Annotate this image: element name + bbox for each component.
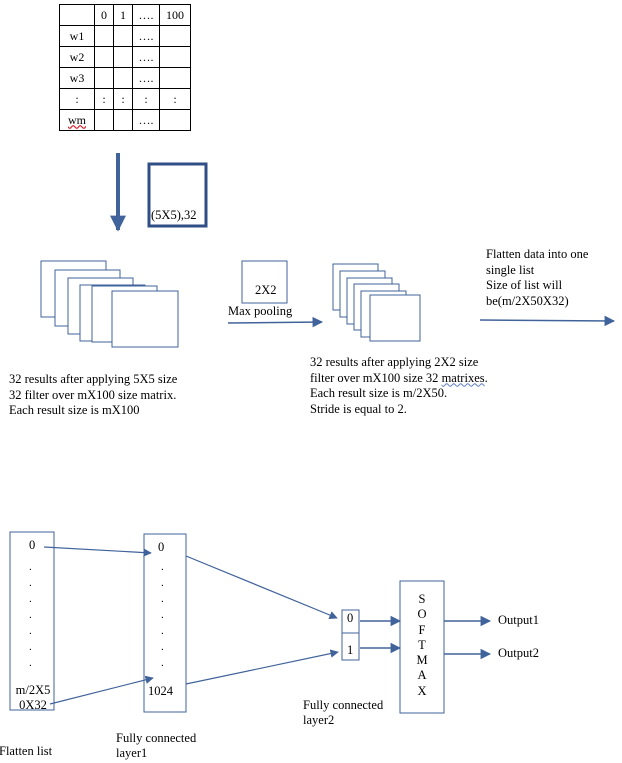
matrix-cell: w1	[59, 25, 95, 47]
svg-text:.: .	[29, 625, 32, 637]
svg-text:.: .	[29, 593, 32, 605]
matrix-cell: ….	[132, 67, 160, 89]
softmax-letter: X	[417, 683, 427, 698]
fc1-caption: Fully connected layer1	[116, 731, 197, 760]
pool-note-text: matrixes	[441, 370, 485, 385]
filter-label: (5X5),32	[151, 208, 197, 222]
fc2-caption: Fully connected layer2	[303, 698, 384, 727]
fc1-to-fc2-top	[185, 555, 338, 620]
softmax-letter: S	[418, 592, 426, 606]
pool-note-text: filter over mX100 size 32	[310, 370, 442, 385]
flatten-note: Flatten data into one single list Size o…	[486, 247, 589, 308]
matrix-cell: wm	[59, 109, 95, 131]
input-matrix: 0 1 …. 100 w1 …. w2 …. w3 …. :	[59, 4, 191, 131]
svg-text:.: .	[161, 593, 164, 605]
svg-text:.: .	[29, 561, 32, 573]
conv-results-stack	[40, 260, 179, 348]
softmax-label: S O F T M A X	[416, 592, 428, 699]
fc1-box	[143, 533, 187, 713]
svg-text:.: .	[161, 641, 164, 653]
svg-text:.: .	[29, 641, 32, 653]
pool-result-note: 32 results after applying 2X2 size filte…	[310, 355, 488, 417]
max-pooling-label: Max pooling	[228, 304, 293, 318]
fc1-bottom: 1024	[148, 684, 173, 698]
flatten-list-box	[9, 531, 55, 711]
svg-text:.: .	[161, 657, 164, 669]
svg-text:.: .	[29, 657, 32, 669]
softmax-letter: A	[417, 668, 427, 683]
fc2-top: 0	[347, 611, 354, 625]
fc1-to-fc2-bottom	[185, 649, 339, 685]
matrix-row: : : : : :	[59, 88, 191, 110]
matrix-row: w2 ….	[59, 46, 191, 68]
softmax-letter: O	[417, 607, 427, 622]
output1-label: Output1	[498, 613, 539, 627]
svg-text:.: .	[161, 625, 164, 637]
pool-size-label: 2X2	[255, 283, 277, 297]
softmax-letter: T	[418, 637, 426, 652]
output2-label: Output2	[498, 646, 539, 660]
pool-results-stack	[332, 263, 421, 342]
pool-note-line: filter over mX100 size 32 matrixes.	[310, 371, 488, 387]
softmax-letter: F	[418, 622, 426, 637]
svg-text:.: .	[161, 609, 164, 621]
flatten-list-caption: Flatten list	[0, 744, 53, 758]
matrix-row: w3 ….	[59, 67, 191, 89]
pool-note-line: Stride is equal to 2.	[310, 401, 407, 416]
flatten-to-fc1-bottom	[49, 675, 154, 705]
svg-text:.: .	[161, 561, 164, 573]
matrix-header-row: 0 1 …. 100	[59, 4, 191, 26]
matrix-cell	[159, 109, 191, 131]
flatten-list-bottom: m/2X5 0X32	[15, 683, 51, 712]
pool-arrow	[227, 316, 324, 328]
fc2-bottom: 1	[347, 643, 354, 657]
matrix-row: wm ….	[59, 109, 191, 131]
matrix-cell: ….	[132, 46, 160, 68]
flatten-arrow	[479, 315, 616, 327]
fc1-top: 0	[158, 540, 165, 554]
softmax-letter: M	[416, 653, 428, 668]
pool-note-line: Each result size is m/2X50.	[310, 386, 448, 400]
pool-note-text: .	[484, 370, 488, 385]
flatten-to-fc1-top	[43, 546, 152, 557]
svg-text:.: .	[29, 577, 32, 589]
conv-result-note: 32 results after applying 5X5 size 32 fi…	[9, 372, 178, 417]
filter-box	[147, 162, 208, 228]
flatten-list-dots: ... ... .	[29, 561, 32, 669]
svg-text:.: .	[161, 577, 164, 589]
pool-note-line: 32 results after applying 2X2 size	[310, 355, 479, 369]
svg-text:.: .	[29, 609, 32, 621]
fc2-box	[341, 609, 360, 661]
fc1-dots: ... ... .	[161, 561, 164, 669]
matrix-header-cell: 100	[159, 4, 191, 26]
pool-filter-box	[241, 260, 288, 304]
matrix-cell: ….	[132, 109, 160, 131]
flatten-list-top: 0	[29, 538, 36, 552]
